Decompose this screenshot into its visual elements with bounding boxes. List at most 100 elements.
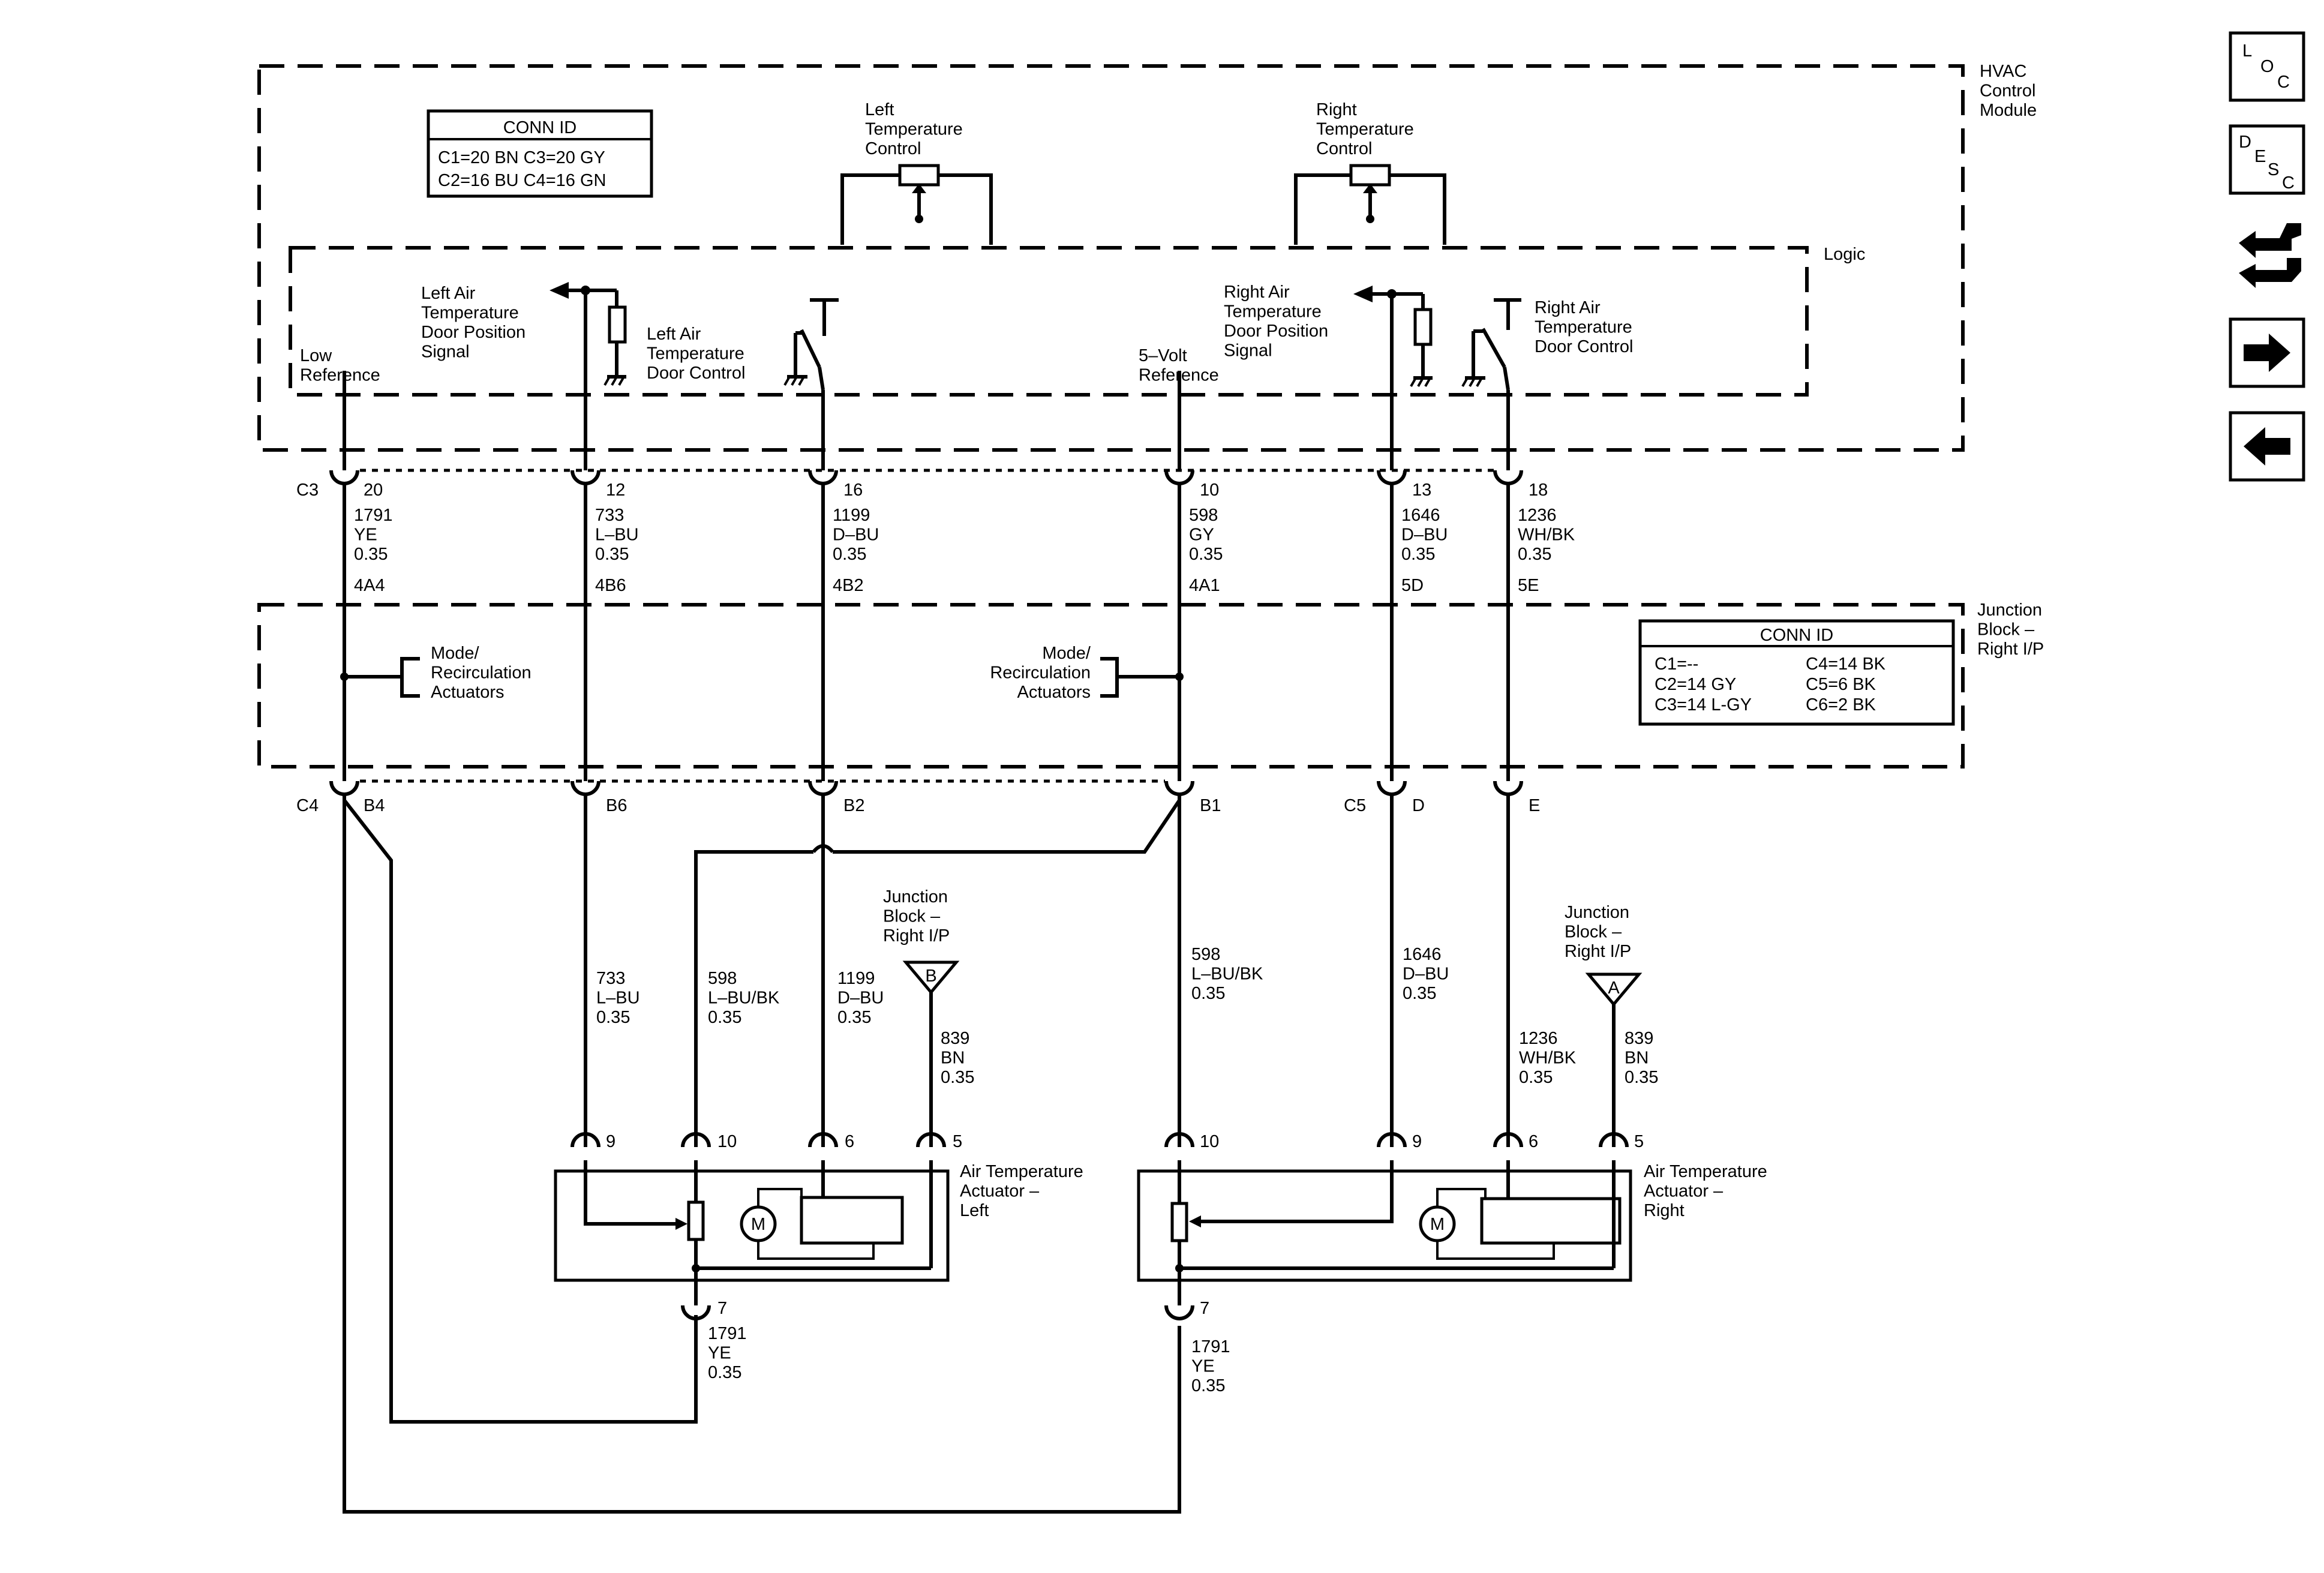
hvac-conn-id-row: C2=16 BU C4=16 GN <box>438 171 606 190</box>
jb-pin-label: 5D <box>1401 576 1424 595</box>
pin-number: 10 <box>1200 1132 1219 1151</box>
hvac-module-outline <box>257 64 1965 452</box>
junction-conn-id-table: CONN ID C1=-- C2=14 GY C3=14 L-GY C4=14 … <box>1638 619 1955 726</box>
pin-number: 12 <box>606 481 625 500</box>
junction-conn-id-cell: C3=14 L-GY <box>1655 695 1752 715</box>
pin-number: 20 <box>364 481 383 500</box>
hvac-conn-id-table: CONN ID C1=20 BN C3=20 GY C2=16 BU C4=16… <box>427 109 653 198</box>
motor-label: M <box>1430 1215 1445 1234</box>
pin-number: 9 <box>606 1132 615 1151</box>
jb-pin-label: 5E <box>1518 576 1539 595</box>
arrow-right-icon <box>2244 334 2290 372</box>
pin-number: 7 <box>1200 1299 1209 1318</box>
arrow-left-icon <box>2244 427 2290 466</box>
connector-c5-label: C5 <box>1344 796 1366 815</box>
left-control-switch <box>783 298 839 386</box>
desc-letter: C <box>2282 173 2295 193</box>
loc-letter: C <box>2277 73 2290 92</box>
pin-number: B2 <box>843 796 864 815</box>
pin-number: B6 <box>606 796 627 815</box>
connector-c3-label: C3 <box>296 481 319 500</box>
logic-outline <box>289 246 1809 397</box>
right-control-switch <box>1461 298 1521 387</box>
desc-letter: S <box>2268 160 2279 179</box>
pin-number: 10 <box>717 1132 737 1151</box>
pin-number: 6 <box>1529 1132 1538 1151</box>
loc-button[interactable]: L O C <box>2229 31 2305 102</box>
logic-to-connector-wires <box>343 290 1510 470</box>
right-actuator-connector: 10 9 6 5 7 <box>1164 1132 1644 1320</box>
pin-number: 5 <box>1634 1132 1644 1151</box>
hvac-conn-id-title: CONN ID <box>503 118 577 137</box>
connector-c4-label: C4 <box>296 796 319 815</box>
junction-conn-id-cell: C1=-- <box>1655 655 1698 674</box>
pin-number: 7 <box>717 1299 727 1318</box>
jb-pin-label: 4B2 <box>833 576 864 595</box>
junction-conn-id-title: CONN ID <box>1760 626 1833 645</box>
desc-letter: E <box>2254 147 2266 166</box>
pin-number: 5 <box>953 1132 962 1151</box>
desc-button[interactable]: D E S C <box>2229 124 2305 195</box>
junction-conn-id-cell: C5=6 BK <box>1806 675 1876 694</box>
junction-conn-id-cell: C4=14 BK <box>1806 655 1886 674</box>
ground-a-letter: A <box>1608 978 1620 998</box>
hvac-conn-id-row: C1=20 BN C3=20 GY <box>438 148 605 167</box>
loc-letter: O <box>2260 57 2274 76</box>
logic-label: Logic <box>1824 245 1865 264</box>
pin-number: 10 <box>1200 481 1219 500</box>
loc-letter: L <box>2242 41 2252 61</box>
next-button[interactable] <box>2229 317 2305 388</box>
pin-number: 18 <box>1529 481 1548 500</box>
connector-icon-button[interactable] <box>2239 223 2301 288</box>
pin-number: 13 <box>1412 481 1431 500</box>
pin-number: D <box>1412 796 1425 815</box>
desc-letter: D <box>2239 133 2251 152</box>
connector-c4-c5: C4 C5 B4 B6 B2 B1 D E <box>296 779 1540 815</box>
ground-b-letter: B <box>925 966 936 986</box>
jb-pin-label: 4A4 <box>354 576 385 595</box>
pin-number: B1 <box>1200 796 1221 815</box>
connector-c3: C3 20 12 16 10 13 18 <box>296 469 1548 500</box>
left-actuator-connector: 9 10 6 5 7 <box>571 1132 962 1320</box>
prev-button[interactable] <box>2229 411 2305 482</box>
pin-number: 16 <box>843 481 863 500</box>
jb-pin-label: 4B6 <box>595 576 626 595</box>
pin-number: B4 <box>364 796 385 815</box>
junction-conn-id-cell: C6=2 BK <box>1806 695 1876 715</box>
motor-label: M <box>751 1215 765 1234</box>
